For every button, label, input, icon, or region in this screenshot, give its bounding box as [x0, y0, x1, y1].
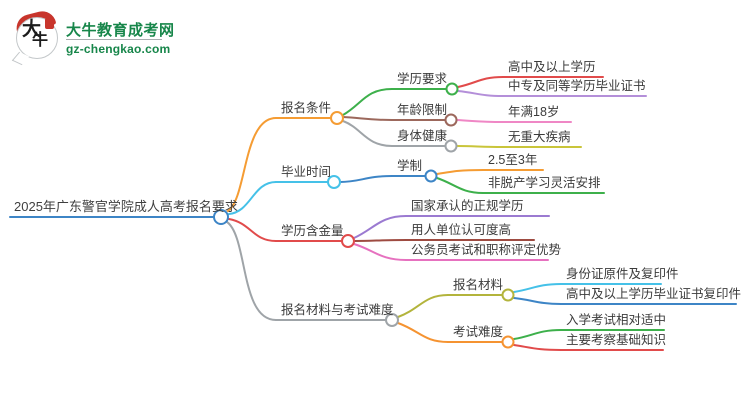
- sub-age-limit: 年龄限制: [397, 103, 448, 117]
- branch-materials-difficulty: 报名材料与考试难度: [281, 303, 394, 317]
- connector-diploma-copy: [513, 297, 562, 305]
- connector-graduation-time: [228, 181, 277, 215]
- connector-application-materials: [397, 294, 449, 318]
- connector-id-card-copy: [513, 283, 562, 293]
- node-circle-root: [213, 209, 229, 225]
- leaf-civil-service-advantage: 公务员考试和职称评定优势: [411, 243, 562, 257]
- leaf-highschool-or-above: 高中及以上学历: [508, 60, 596, 74]
- seal-icon: [45, 18, 54, 29]
- connector-flexible-part-time: [436, 177, 484, 194]
- site-url: gz-chengkao.com: [66, 42, 171, 56]
- sub-health: 身体健康: [397, 129, 448, 143]
- node-circle-health: [444, 139, 458, 153]
- sub-education-requirement: 学历要求: [397, 72, 448, 86]
- connector-employer-recognition: [353, 239, 407, 242]
- connector-2-5-to-3-years: [436, 169, 484, 175]
- node-circle-age-limit: [444, 113, 458, 127]
- root-node-label: 2025年广东警官学院成人高考报名要求: [14, 199, 238, 214]
- connector-basic-knowledge: [513, 344, 562, 351]
- leaf-basic-knowledge: 主要考察基础知识: [566, 333, 667, 347]
- connector-state-recognized: [353, 215, 407, 239]
- connector-highschool-or-above: [457, 76, 504, 88]
- logo-character-top: 大: [22, 19, 42, 40]
- site-name: 大牛教育成考网: [66, 22, 175, 39]
- sub-application-materials: 报名材料: [453, 278, 504, 292]
- connector-degree-value: [228, 218, 277, 242]
- leaf-age-18: 年满18岁: [508, 105, 560, 119]
- node-circle-degree-value: [341, 234, 355, 248]
- connector-age-limit: [342, 116, 393, 121]
- node-circle-education-requirement: [445, 82, 459, 96]
- sub-exam-difficulty: 考试难度: [453, 325, 504, 339]
- leaf-id-card-copy: 身份证原件及复印件: [566, 267, 679, 281]
- leaf-vocational-certificate: 中专及同等学历毕业证书: [508, 79, 646, 93]
- connector-moderate-exam: [513, 329, 562, 340]
- site-logo[interactable]: 大 牛 大牛教育成考网 gz-chengkao.com: [13, 8, 184, 64]
- connector-education-requirement: [342, 88, 393, 116]
- branch-enrollment-conditions: 报名条件: [281, 101, 332, 115]
- connector-civil-service-advantage: [353, 243, 407, 261]
- node-circle-materials-difficulty: [385, 313, 399, 327]
- node-circle-study-duration: [424, 169, 438, 183]
- logo-character-bottom: 牛: [32, 32, 49, 49]
- leaf-state-recognized: 国家承认的正规学历: [411, 199, 524, 213]
- branch-graduation-time: 毕业时间: [281, 165, 332, 179]
- sub-study-duration: 学制: [397, 159, 423, 173]
- leaf-2-5-to-3-years: 2.5至3年: [488, 153, 538, 167]
- leaf-no-major-disease: 无重大疾病: [508, 130, 571, 144]
- leaf-employer-recognition: 用人单位认可度高: [411, 223, 512, 237]
- connector-enrollment-conditions: [227, 117, 277, 212]
- node-circle-application-materials: [501, 288, 515, 302]
- connector-study-duration: [339, 175, 393, 183]
- branch-degree-value: 学历含金量: [281, 224, 344, 238]
- node-circle-enrollment-conditions: [330, 111, 344, 125]
- connector-exam-difficulty: [397, 322, 449, 343]
- connector-materials-difficulty: [226, 221, 277, 321]
- logo-divider: [66, 39, 162, 40]
- node-circle-exam-difficulty: [501, 335, 515, 349]
- leaf-flexible-part-time: 非脱产学习灵活安排: [488, 176, 601, 190]
- node-circle-graduation-time: [327, 175, 341, 189]
- leaf-diploma-copy: 高中及以上学历毕业证书复印件: [566, 287, 742, 301]
- connector-vocational-certificate: [457, 90, 504, 97]
- connector-health: [342, 120, 393, 147]
- leaf-moderate-exam: 入学考试相对适中: [566, 313, 667, 327]
- connector-age-18: [456, 119, 504, 123]
- connector-no-major-disease: [456, 145, 504, 148]
